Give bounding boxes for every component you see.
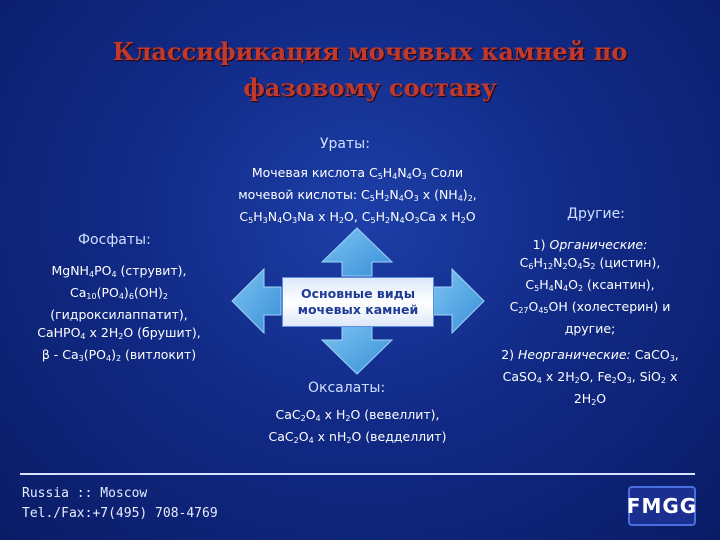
others-line-7: CaSO4 x 2H2O, Fe2O3, SiO2 x	[502, 369, 678, 385]
slide-title: Классификация мочевых камней по фазовому…	[90, 34, 650, 106]
others-line-1: 1) Органические:	[532, 237, 648, 252]
arrow-up	[320, 227, 394, 277]
arrow-right	[432, 267, 485, 335]
urates-line-1: Мочевая кислота C5H4N4O3 Соли	[251, 165, 464, 181]
urates-line-3: C5H3N4O3Na x H2O, C5H2N4O3Ca x H2O	[239, 209, 476, 225]
oxalates-heading: Оксалаты:	[308, 380, 386, 396]
others-heading: Другие:	[567, 206, 625, 222]
others-line-6: 2) Неорганические: CaCO3,	[501, 347, 679, 363]
phosphates-heading: Фосфаты:	[78, 232, 151, 248]
oxalates-text: CaC2O4 x H2O (вевеллит), CaC2O4 x nH2O (…	[235, 406, 480, 450]
others-text: 1) Органические: C6H12N2O4S2 (цистин), C…	[478, 236, 702, 412]
phosphates-line-3: (гидроксилаппатит),	[50, 307, 188, 322]
company-logo: FMGG	[627, 486, 696, 526]
footer-divider	[20, 473, 695, 475]
others-line-2: C6H12N2O4S2 (цистин),	[519, 255, 661, 271]
urates-text: Мочевая кислота C5H4N4O3 Соли мочевой ки…	[205, 164, 510, 230]
center-line-1: Основные виды	[300, 286, 415, 301]
oxalates-line-2: CaC2O4 x nH2O (ведделлит)	[268, 429, 447, 445]
arrow-left	[231, 267, 282, 335]
phosphates-text: MgNH4PO4 (струвит), Ca10(PO4)6(OH)2 (гид…	[10, 262, 228, 368]
title-line-2: фазовому составу	[243, 73, 497, 102]
footer-phone: Tel./Fax:+7(495) 708-4769	[22, 506, 218, 521]
title-line-1: Классификация мочевых камней по	[112, 37, 628, 66]
urates-line-2: мочевой кислоты: C5H2N4O3 x (NH4)2,	[238, 187, 477, 203]
phosphates-line-2: Ca10(PO4)6(OH)2	[69, 285, 168, 301]
others-line-3: C5H4N4O2 (ксантин),	[525, 277, 655, 293]
oxalates-line-1: CaC2O4 x H2O (вевеллит),	[275, 407, 440, 423]
phosphates-line-4: CaHPO4 x 2H2O (брушит),	[37, 325, 201, 341]
others-line-5: другие;	[564, 321, 616, 336]
arrow-down	[320, 325, 394, 375]
main-types-box: Основные виды мочевых камней	[282, 277, 434, 327]
phosphates-line-5: β - Ca3(PO4)2 (витлокит)	[41, 347, 197, 363]
urates-heading: Ураты:	[320, 136, 370, 152]
footer-contact: Russia :: Moscow Tel./Fax:+7(495) 708-47…	[22, 484, 218, 524]
phosphates-line-1: MgNH4PO4 (струвит),	[51, 263, 187, 279]
footer-city: Russia :: Moscow	[22, 486, 148, 501]
others-line-4: C27O45OH (холестерин) и	[509, 299, 671, 315]
center-line-2: мочевых камней	[297, 302, 419, 317]
others-line-8: 2H2O	[573, 391, 607, 407]
